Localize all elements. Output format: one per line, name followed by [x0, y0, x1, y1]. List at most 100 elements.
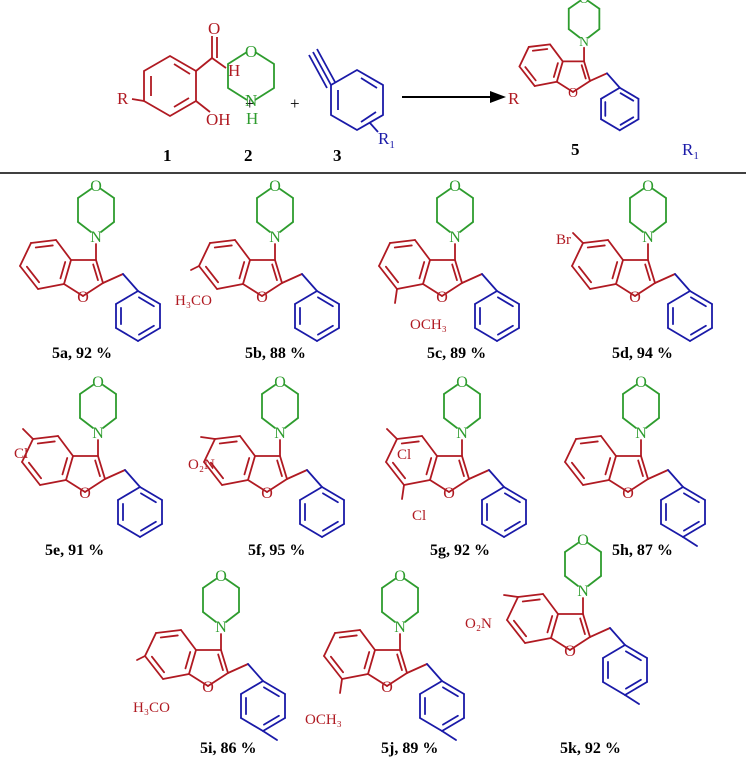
bond — [247, 455, 256, 481]
compound-number-1: 1 — [163, 146, 172, 165]
ring-bond — [254, 51, 275, 101]
morpholine-n-label: N — [635, 425, 647, 442]
double-bond — [59, 261, 67, 280]
bond — [137, 290, 161, 305]
morpholine-n-label: N — [274, 425, 286, 442]
substituent-bond — [136, 655, 146, 661]
morpholine-o-label: O — [92, 374, 104, 391]
bond — [117, 486, 141, 501]
bond — [39, 479, 67, 486]
bond — [608, 479, 629, 493]
double-bond — [683, 492, 700, 504]
bond — [262, 717, 286, 732]
double-bond — [458, 459, 465, 478]
bond — [647, 259, 656, 284]
substituent-bond — [22, 428, 34, 440]
bond — [399, 649, 408, 674]
product-label-5j: 5j, 89 % — [381, 740, 438, 757]
morpholine-n-label: N — [269, 229, 281, 246]
bond — [549, 43, 564, 63]
product-structure-5e: ONO — [21, 374, 163, 538]
bond — [385, 461, 405, 486]
bond — [79, 417, 94, 429]
ring-o-label: O — [245, 42, 257, 61]
bond — [242, 259, 251, 285]
bond — [607, 239, 624, 261]
bond — [583, 60, 591, 82]
bond — [323, 655, 343, 680]
bond — [436, 221, 451, 233]
double-bond — [418, 261, 426, 280]
bond — [202, 578, 217, 589]
bond — [144, 655, 164, 680]
bond — [474, 290, 498, 305]
bond — [488, 469, 505, 488]
bond — [654, 273, 676, 284]
bond — [496, 327, 520, 342]
double-bond — [577, 265, 593, 284]
r-label: R — [508, 89, 520, 108]
bond — [359, 629, 376, 651]
double-bond — [396, 653, 403, 672]
bond — [381, 611, 396, 623]
morpholine-o-label: O — [269, 178, 281, 195]
morpholine-o-label: O — [635, 374, 647, 391]
bond — [100, 221, 115, 233]
double-bond — [204, 265, 220, 284]
furan-o-label: O — [381, 679, 393, 696]
furan-o-label: O — [622, 485, 634, 502]
double-bond — [625, 650, 642, 662]
bond — [615, 283, 636, 297]
bond — [422, 283, 443, 297]
bond — [225, 578, 240, 589]
double-bond — [625, 678, 642, 690]
bond — [682, 486, 706, 501]
bond — [406, 663, 428, 674]
double-bond — [217, 653, 224, 672]
substituent-bond — [339, 678, 343, 694]
bond — [503, 486, 527, 501]
bond — [564, 542, 579, 553]
product-structure-5k: ONO — [506, 532, 648, 705]
bond — [378, 242, 391, 267]
compound-number-2: 2 — [244, 146, 253, 165]
bond — [441, 282, 463, 297]
double-bond — [209, 461, 225, 480]
double-bond — [159, 634, 179, 639]
double-bond — [579, 617, 586, 636]
product-label-5k: 5k, 92 % — [560, 740, 621, 757]
alkyne-bond — [316, 48, 336, 83]
bond — [660, 523, 684, 538]
morpholine-o-label: O — [274, 374, 286, 391]
bond — [575, 435, 602, 440]
double-bond — [360, 77, 378, 89]
substituent-bond — [190, 265, 200, 271]
double-bond — [150, 655, 166, 674]
bond — [600, 86, 621, 100]
plus-sign: + — [245, 94, 255, 113]
double-bond — [391, 461, 407, 480]
product-label-5d: 5d, 94 % — [612, 345, 673, 362]
bond — [527, 43, 551, 48]
morpholine-o-label: O — [394, 568, 406, 585]
double-bond — [531, 48, 549, 52]
bond — [55, 239, 72, 261]
product-label-5c: 5c, 89 % — [427, 345, 486, 362]
double-bond — [173, 63, 191, 75]
bond — [506, 619, 526, 644]
bond — [115, 290, 139, 305]
substituent-5j: OCH₃ — [305, 712, 342, 728]
bond — [32, 435, 59, 440]
reactant-1-salicylaldehyde — [131, 36, 227, 118]
bond — [65, 455, 74, 481]
bond — [550, 637, 571, 651]
bond — [198, 265, 218, 290]
bond — [294, 290, 318, 305]
bond — [533, 80, 558, 87]
morpholine-n-label: N — [579, 34, 589, 49]
bond — [321, 486, 345, 501]
bond — [57, 435, 74, 457]
bond — [102, 384, 117, 395]
methyl-bond — [441, 730, 457, 741]
bond — [334, 629, 361, 634]
